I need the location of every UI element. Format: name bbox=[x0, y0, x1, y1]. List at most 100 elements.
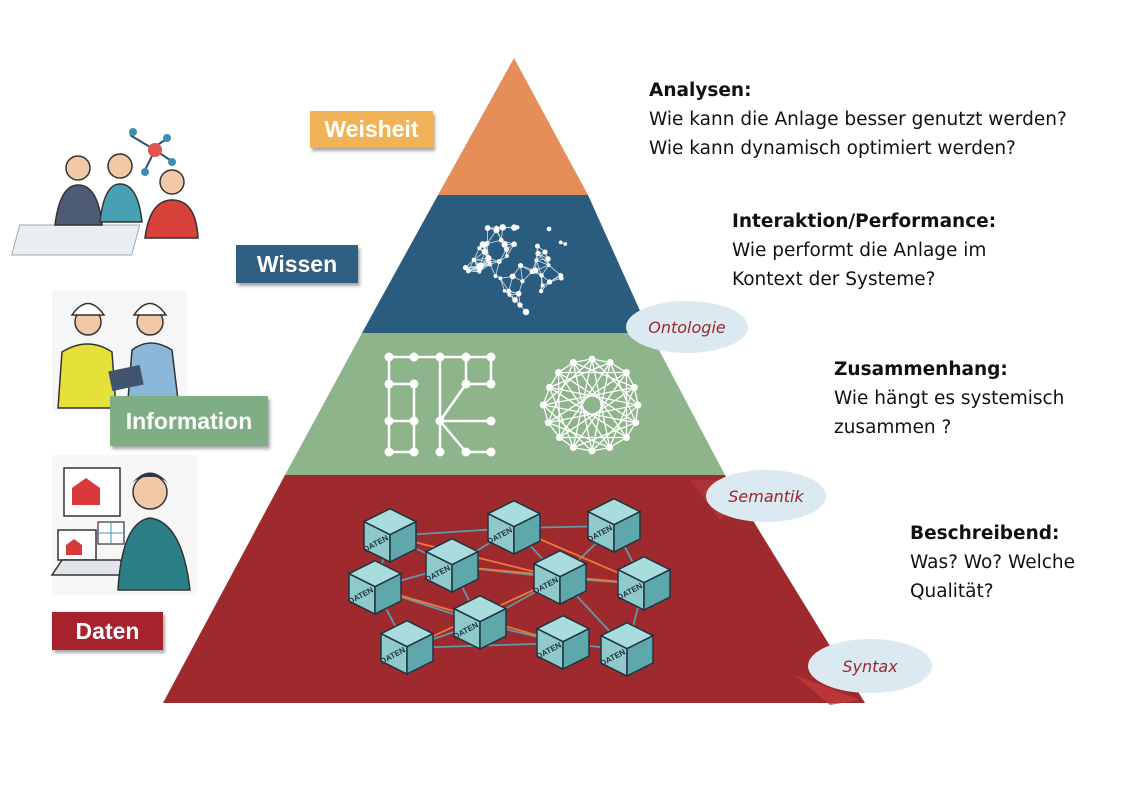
brain-node bbox=[505, 254, 509, 258]
circle-node bbox=[622, 368, 630, 376]
brain-node bbox=[486, 259, 491, 264]
grid-node bbox=[384, 352, 394, 362]
grid-node bbox=[461, 447, 471, 457]
circle-node bbox=[546, 383, 554, 391]
circle-node bbox=[588, 355, 596, 363]
grid-node bbox=[384, 447, 394, 457]
grid-graph-icon bbox=[384, 352, 496, 457]
brain-node bbox=[477, 246, 482, 251]
brain-node bbox=[546, 279, 553, 285]
brain-node bbox=[465, 268, 471, 274]
description-analysen: Analysen: Wie kann die Anlage besser gen… bbox=[649, 76, 1067, 163]
tier-edge-shadow bbox=[795, 675, 860, 705]
pyramid-tier-daten bbox=[163, 475, 865, 703]
brain-node bbox=[506, 288, 512, 294]
layer-pill-ontologie: Ontologie bbox=[626, 301, 748, 353]
data-cube: DATEN bbox=[535, 614, 591, 671]
team-meeting-illustration bbox=[11, 128, 199, 256]
brain-node bbox=[499, 224, 506, 231]
data-cube: DATEN bbox=[379, 619, 435, 676]
pyramid-tier-weisheit bbox=[438, 58, 588, 195]
data-cube: DATEN bbox=[616, 555, 672, 612]
grid-node bbox=[486, 447, 496, 457]
circle-node bbox=[544, 419, 552, 427]
circle-edge bbox=[591, 358, 611, 448]
brain-node bbox=[539, 288, 544, 294]
circle-node bbox=[606, 443, 614, 451]
data-cube: DATEN bbox=[362, 507, 418, 564]
level-tag-weisheit: Weisheit bbox=[310, 111, 433, 148]
circle-network-icon bbox=[539, 355, 642, 455]
brain-node bbox=[542, 249, 548, 255]
circle-edge bbox=[609, 362, 637, 423]
circle-node bbox=[539, 401, 547, 409]
description-line: Wie kann dynamisch optimiert werden? bbox=[649, 138, 1016, 159]
circle-node bbox=[555, 434, 563, 442]
brain-node bbox=[507, 293, 512, 297]
circle-edge bbox=[549, 386, 627, 439]
circle-node bbox=[622, 434, 630, 442]
pyramid-tier-wissen bbox=[362, 195, 650, 333]
circle-node bbox=[569, 443, 577, 451]
data-cube: DATEN bbox=[486, 499, 542, 556]
brain-node bbox=[471, 257, 477, 262]
circle-edge bbox=[549, 386, 639, 406]
brain-node bbox=[462, 264, 469, 271]
brain-edge bbox=[499, 278, 510, 292]
grid-node bbox=[461, 379, 471, 389]
brain-edge bbox=[520, 265, 523, 282]
circle-edge bbox=[548, 387, 574, 448]
brain-node bbox=[534, 258, 539, 263]
construction-workers-illustration bbox=[52, 290, 187, 410]
description-heading: Zusammenhang: bbox=[834, 359, 1008, 380]
brain-node bbox=[540, 283, 545, 288]
brain-node bbox=[511, 241, 517, 248]
brain-node bbox=[512, 297, 518, 303]
description-zusammenhang: Zusammenhang: Wie hängt es systemisch zu… bbox=[834, 355, 1064, 442]
data-cube: DATEN bbox=[586, 497, 642, 554]
brain-node bbox=[517, 263, 524, 269]
description-line: Wie hängt es systemisch bbox=[834, 388, 1065, 409]
brain-node bbox=[539, 273, 544, 278]
circle-node bbox=[634, 401, 642, 409]
data-cube: DATEN bbox=[532, 549, 588, 606]
grid-node bbox=[409, 379, 419, 389]
brain-node bbox=[558, 275, 564, 281]
level-tag-information: Information bbox=[110, 396, 268, 446]
brain-node bbox=[501, 241, 508, 248]
brain-node bbox=[502, 288, 507, 293]
grid-node bbox=[384, 379, 394, 389]
grid-node bbox=[384, 416, 394, 426]
brain-edge bbox=[473, 259, 489, 262]
brain-node bbox=[481, 248, 488, 255]
grid-node bbox=[435, 352, 445, 362]
description-heading: Analysen: bbox=[649, 80, 752, 101]
brain-node bbox=[545, 256, 551, 262]
grid-node bbox=[435, 447, 445, 457]
brain-node bbox=[511, 224, 518, 231]
brain-node bbox=[503, 246, 510, 252]
data-cube: DATEN bbox=[599, 621, 655, 678]
brain-node bbox=[546, 263, 551, 268]
brain-node bbox=[476, 262, 484, 269]
brain-node bbox=[498, 237, 504, 243]
brain-edge bbox=[499, 278, 505, 291]
brain-node bbox=[520, 279, 525, 284]
circle-edge bbox=[609, 387, 636, 448]
brain-node bbox=[535, 250, 541, 257]
office-worker-illustration bbox=[50, 455, 197, 595]
description-line: zusammen ? bbox=[834, 417, 952, 438]
brain-node bbox=[484, 225, 491, 231]
circle-node bbox=[554, 368, 562, 376]
brain-node bbox=[515, 290, 522, 297]
circle-edge bbox=[559, 386, 635, 439]
brain-edge bbox=[548, 264, 561, 276]
brain-node bbox=[517, 302, 523, 308]
data-cube: DATEN bbox=[452, 594, 508, 651]
circle-edge bbox=[572, 362, 593, 452]
brain-node bbox=[498, 276, 503, 281]
circle-node bbox=[630, 383, 638, 391]
brain-node bbox=[535, 243, 540, 249]
